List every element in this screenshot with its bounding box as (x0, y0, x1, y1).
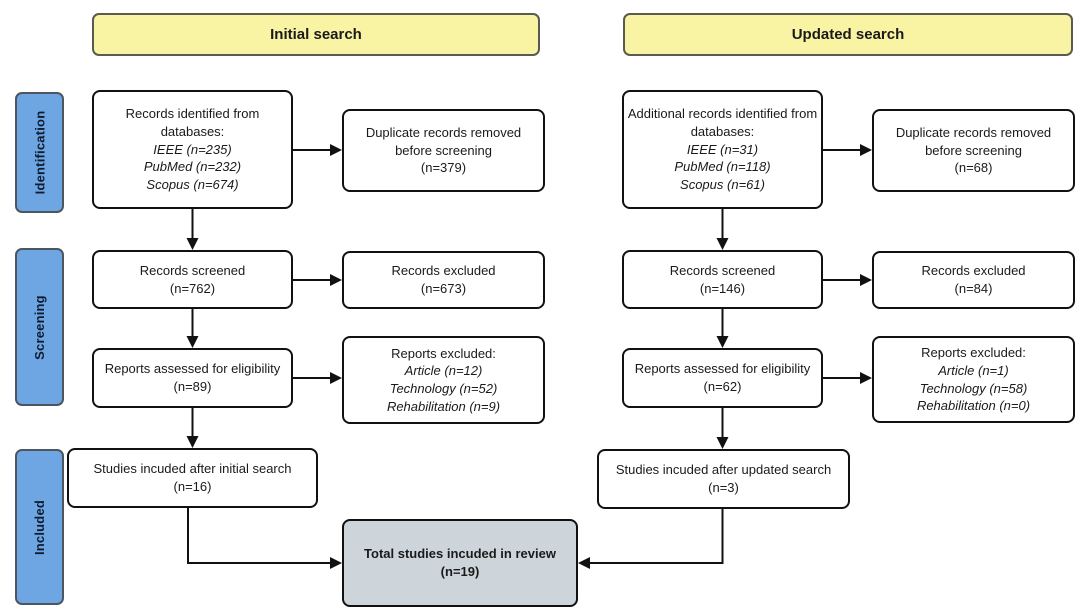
box-count: (n=673) (420, 281, 467, 296)
box-line: databases: (690, 123, 755, 139)
stage-identification-label: Identification (32, 110, 48, 195)
box-count: (n=89) (173, 379, 212, 394)
exclusion-reason-line: Technology (n=58) (919, 380, 1028, 396)
box-total-studies-included: Total studies incuded in review (n=19) (342, 519, 578, 607)
box-text: Records screened (669, 262, 776, 278)
box-count: (n=762) (169, 280, 216, 296)
db-count-line: IEEE (n=31) (686, 141, 759, 157)
box-text: Reports assessed for eligibility (634, 361, 811, 377)
box-line: Records identified from (125, 106, 260, 122)
box-text: Total studies incuded in review (364, 546, 556, 562)
box-updated-reports-assessed: Reports assessed for eligibility (n=62) (622, 348, 823, 408)
stage-screening: Screening (15, 248, 64, 406)
box-text: Reports excluded: (921, 345, 1026, 361)
db-count-line: PubMed (n=118) (674, 159, 771, 175)
box-updated-studies-included: Studies incuded after updated search (n=… (597, 449, 850, 509)
box-text: Reports excluded: (391, 345, 496, 361)
exclusion-reason-line: Rehabilitation (n=0) (916, 398, 1031, 414)
box-text: Studies incuded after updated search (615, 462, 832, 478)
db-count-line: Scopus (n=61) (680, 177, 765, 192)
box-count: (n=84) (954, 281, 993, 296)
box-count: (n=16) (173, 479, 212, 494)
stage-identification: Identification (15, 92, 64, 213)
box-initial-records-identified: Records identified from databases: IEEE … (92, 90, 293, 209)
header-initial-search-label: Initial search (270, 26, 362, 43)
box-count: (n=19) (440, 564, 480, 579)
box-updated-records-excluded: Records excluded (n=84) (872, 251, 1075, 309)
box-line: Additional records identified from (627, 106, 818, 122)
box-text: Records excluded (921, 263, 1026, 279)
header-updated-search: Updated search (623, 13, 1073, 56)
box-text: Duplicate records removed before screeni… (365, 124, 522, 158)
box-line: databases: (160, 123, 225, 139)
box-count: (n=379) (420, 160, 467, 176)
exclusion-reason-line: Technology (n=52) (389, 381, 498, 396)
header-initial-search: Initial search (92, 13, 540, 56)
header-updated-search-label: Updated search (791, 26, 905, 43)
arrow-updated-included-to-total (578, 509, 724, 569)
box-initial-records-excluded: Records excluded (n=673) (342, 251, 545, 309)
exclusion-reason-line: Rehabilitation (n=9) (386, 398, 501, 414)
box-text: Records screened (139, 262, 246, 278)
box-text: Duplicate records removed before screeni… (895, 124, 1052, 158)
box-count: (n=146) (699, 280, 746, 296)
box-initial-duplicates-removed: Duplicate records removed before screeni… (342, 109, 545, 192)
box-count: (n=62) (703, 379, 742, 394)
db-count-line: Scopus (n=674) (146, 177, 239, 192)
box-updated-reports-excluded: Reports excluded: Article (n=1) Technolo… (872, 336, 1075, 423)
box-updated-records-identified: Additional records identified from datab… (622, 90, 823, 209)
exclusion-reason-line: Article (n=12) (404, 363, 483, 379)
box-text: Studies incuded after initial search (93, 461, 292, 477)
box-text: Records excluded (391, 263, 496, 279)
exclusion-reason-line: Article (n=1) (938, 362, 1009, 378)
box-initial-studies-included: Studies incuded after initial search (n=… (67, 448, 318, 508)
box-count: (n=3) (708, 480, 739, 495)
stage-screening-label: Screening (32, 294, 47, 360)
db-count-line: IEEE (n=235) (153, 141, 232, 157)
stage-included-label: Included (32, 499, 47, 555)
arrow-initial-included-to-total (187, 508, 342, 569)
box-updated-records-screened: Records screened (n=146) (622, 250, 823, 309)
db-count-line: PubMed (n=232) (143, 159, 242, 175)
box-count: (n=68) (954, 160, 993, 176)
box-updated-duplicates-removed: Duplicate records removed before screeni… (872, 109, 1075, 192)
box-initial-records-screened: Records screened (n=762) (92, 250, 293, 309)
box-initial-reports-excluded: Reports excluded: Article (n=12) Technol… (342, 336, 545, 424)
stage-included: Included (15, 449, 64, 605)
box-text: Reports assessed for eligibility (104, 361, 281, 377)
box-initial-reports-assessed: Reports assessed for eligibility (n=89) (92, 348, 293, 408)
